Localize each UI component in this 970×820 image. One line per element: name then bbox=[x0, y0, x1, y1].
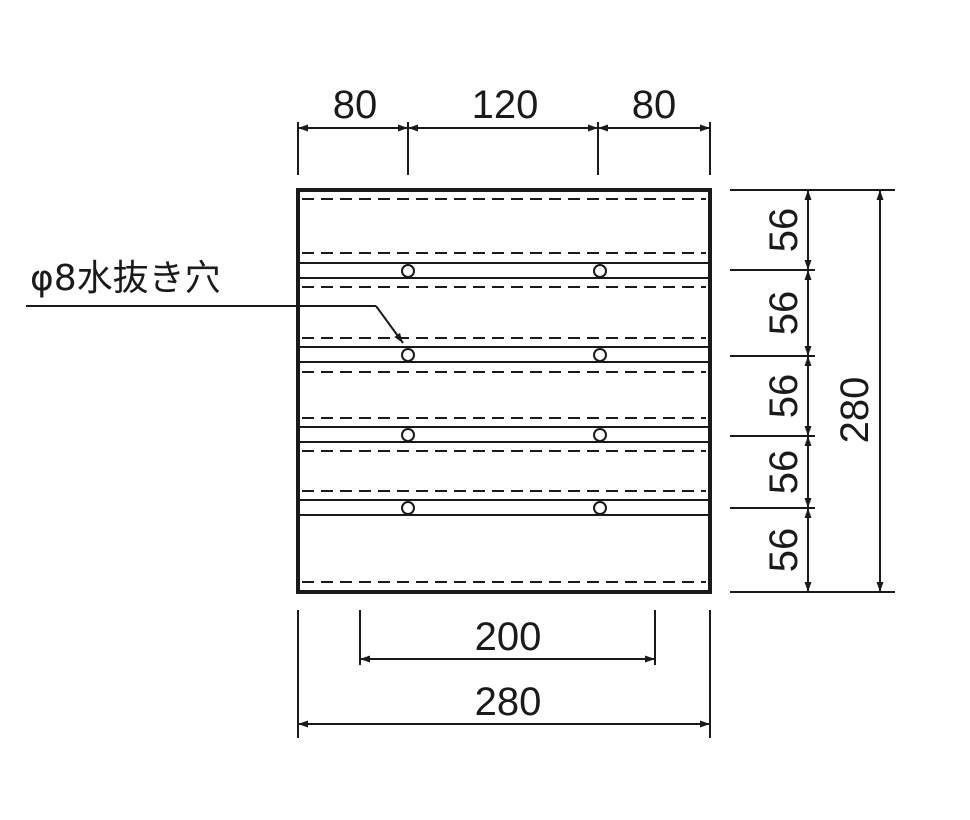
drain-hole bbox=[593, 348, 607, 362]
right-dim-2: 56 bbox=[762, 291, 806, 336]
hole-label: φ8水抜き穴 bbox=[30, 258, 221, 299]
plate bbox=[296, 188, 712, 594]
bottom-dim-inner: 200 bbox=[475, 615, 542, 659]
bottom-dim-total: 280 bbox=[475, 680, 542, 724]
right-dimension: 56 56 56 56 56 280 bbox=[730, 189, 895, 593]
drain-hole bbox=[401, 501, 415, 515]
bottom-dimension: 200 280 bbox=[297, 610, 711, 738]
top-dim-right: 80 bbox=[632, 83, 677, 127]
drain-hole bbox=[401, 428, 415, 442]
top-dim-left: 80 bbox=[333, 83, 378, 127]
top-dimension: 80 120 80 bbox=[297, 83, 711, 175]
drain-hole bbox=[401, 348, 415, 362]
top-dim-middle: 120 bbox=[472, 83, 539, 127]
right-dim-5: 56 bbox=[762, 528, 806, 573]
hole-callout: φ8水抜き穴 bbox=[26, 258, 404, 344]
right-dim-3: 56 bbox=[762, 374, 806, 419]
right-dim-1: 56 bbox=[762, 208, 806, 253]
right-dim-4: 56 bbox=[762, 450, 806, 495]
drain-hole bbox=[593, 264, 607, 278]
drain-hole bbox=[593, 501, 607, 515]
right-dim-total: 280 bbox=[833, 377, 877, 444]
drain-hole bbox=[401, 264, 415, 278]
drain-hole bbox=[593, 428, 607, 442]
